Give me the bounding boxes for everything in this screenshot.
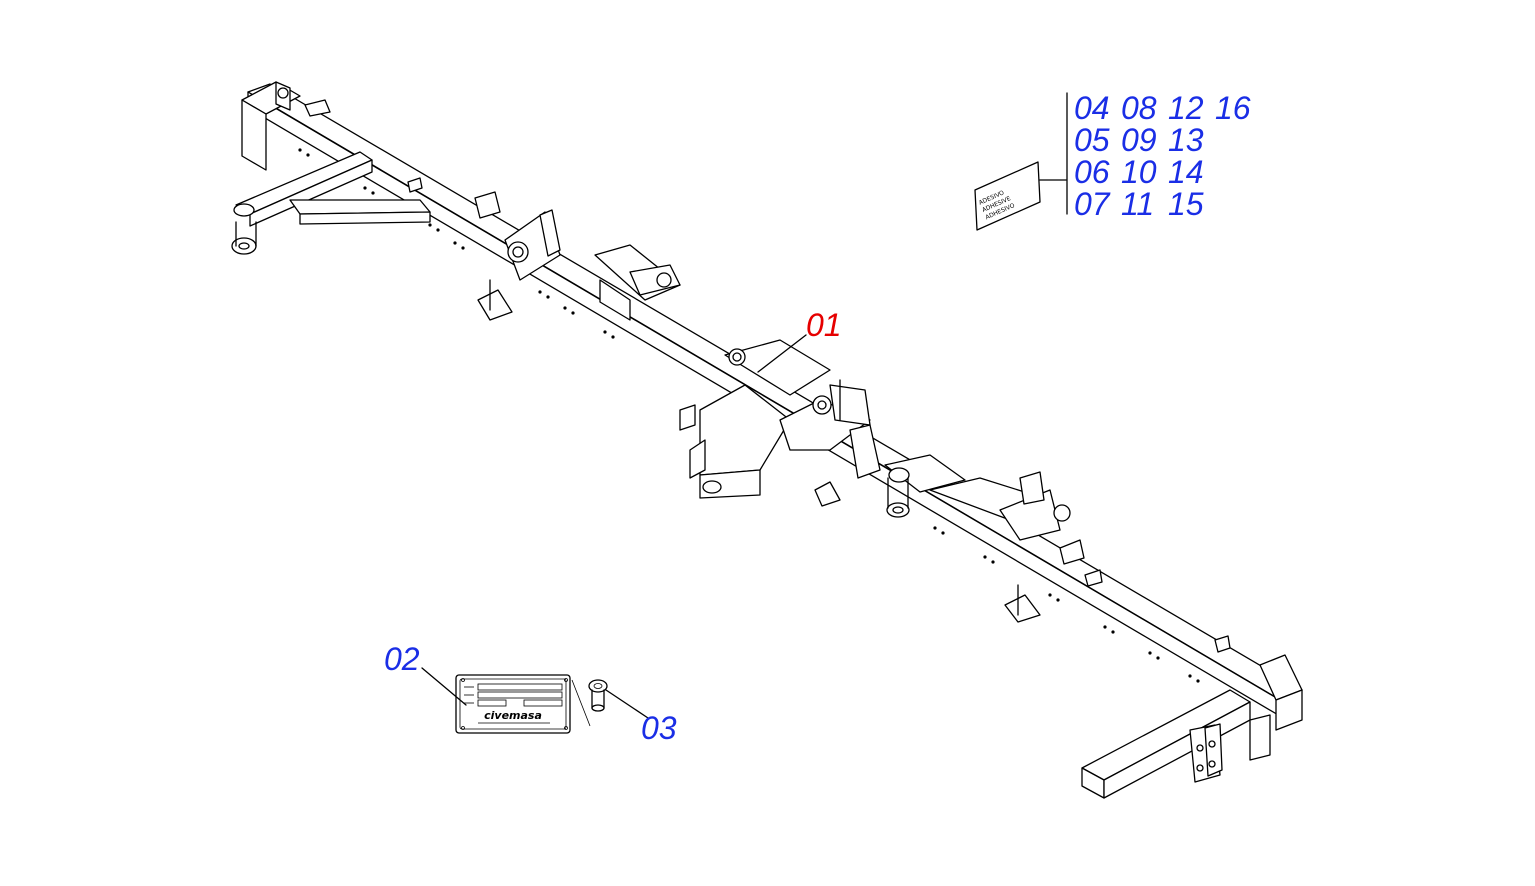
plate-brand-text: civemasa: [484, 709, 542, 722]
code-row-3-col-3: 14: [1168, 154, 1204, 190]
code-row-2-col-2: 09: [1121, 122, 1157, 158]
name-plate-drawing: civemasa: [455, 674, 571, 734]
callout-01: 01: [806, 307, 842, 343]
adhesive-sticker-drawing: ADESIVO ADHESIVE ADHESIVO: [974, 161, 1041, 231]
rivet-hole-guide-line: [571, 679, 591, 727]
callout-03: 03: [641, 710, 677, 746]
code-row-1-col-3: 12: [1168, 90, 1204, 126]
code-row-4-col-2: 11: [1121, 186, 1154, 222]
callout-02: 02: [384, 641, 420, 677]
code-row-1-col-2: 08: [1121, 90, 1157, 126]
leader-03: [605, 689, 649, 719]
code-row-4-col-1: 07: [1074, 186, 1111, 222]
code-row-3-col-1: 06: [1074, 154, 1110, 190]
code-row-2-col-1: 05: [1074, 122, 1110, 158]
code-row-1-col-4: 16: [1215, 90, 1251, 126]
leader-01: [757, 334, 807, 373]
main-frame-drawing: [231, 81, 1303, 799]
rivet-drawing: [588, 679, 608, 712]
code-row-4-col-3: 15: [1168, 186, 1204, 222]
code-row-2-col-3: 13: [1168, 122, 1204, 158]
sticker-code-table: 04 08 12 16 05 09 13 06 10 14 07 11 15: [1074, 90, 1251, 222]
code-row-1-col-1: 04: [1074, 90, 1110, 126]
code-row-3-col-2: 10: [1121, 154, 1157, 190]
leader-02: [421, 667, 467, 706]
